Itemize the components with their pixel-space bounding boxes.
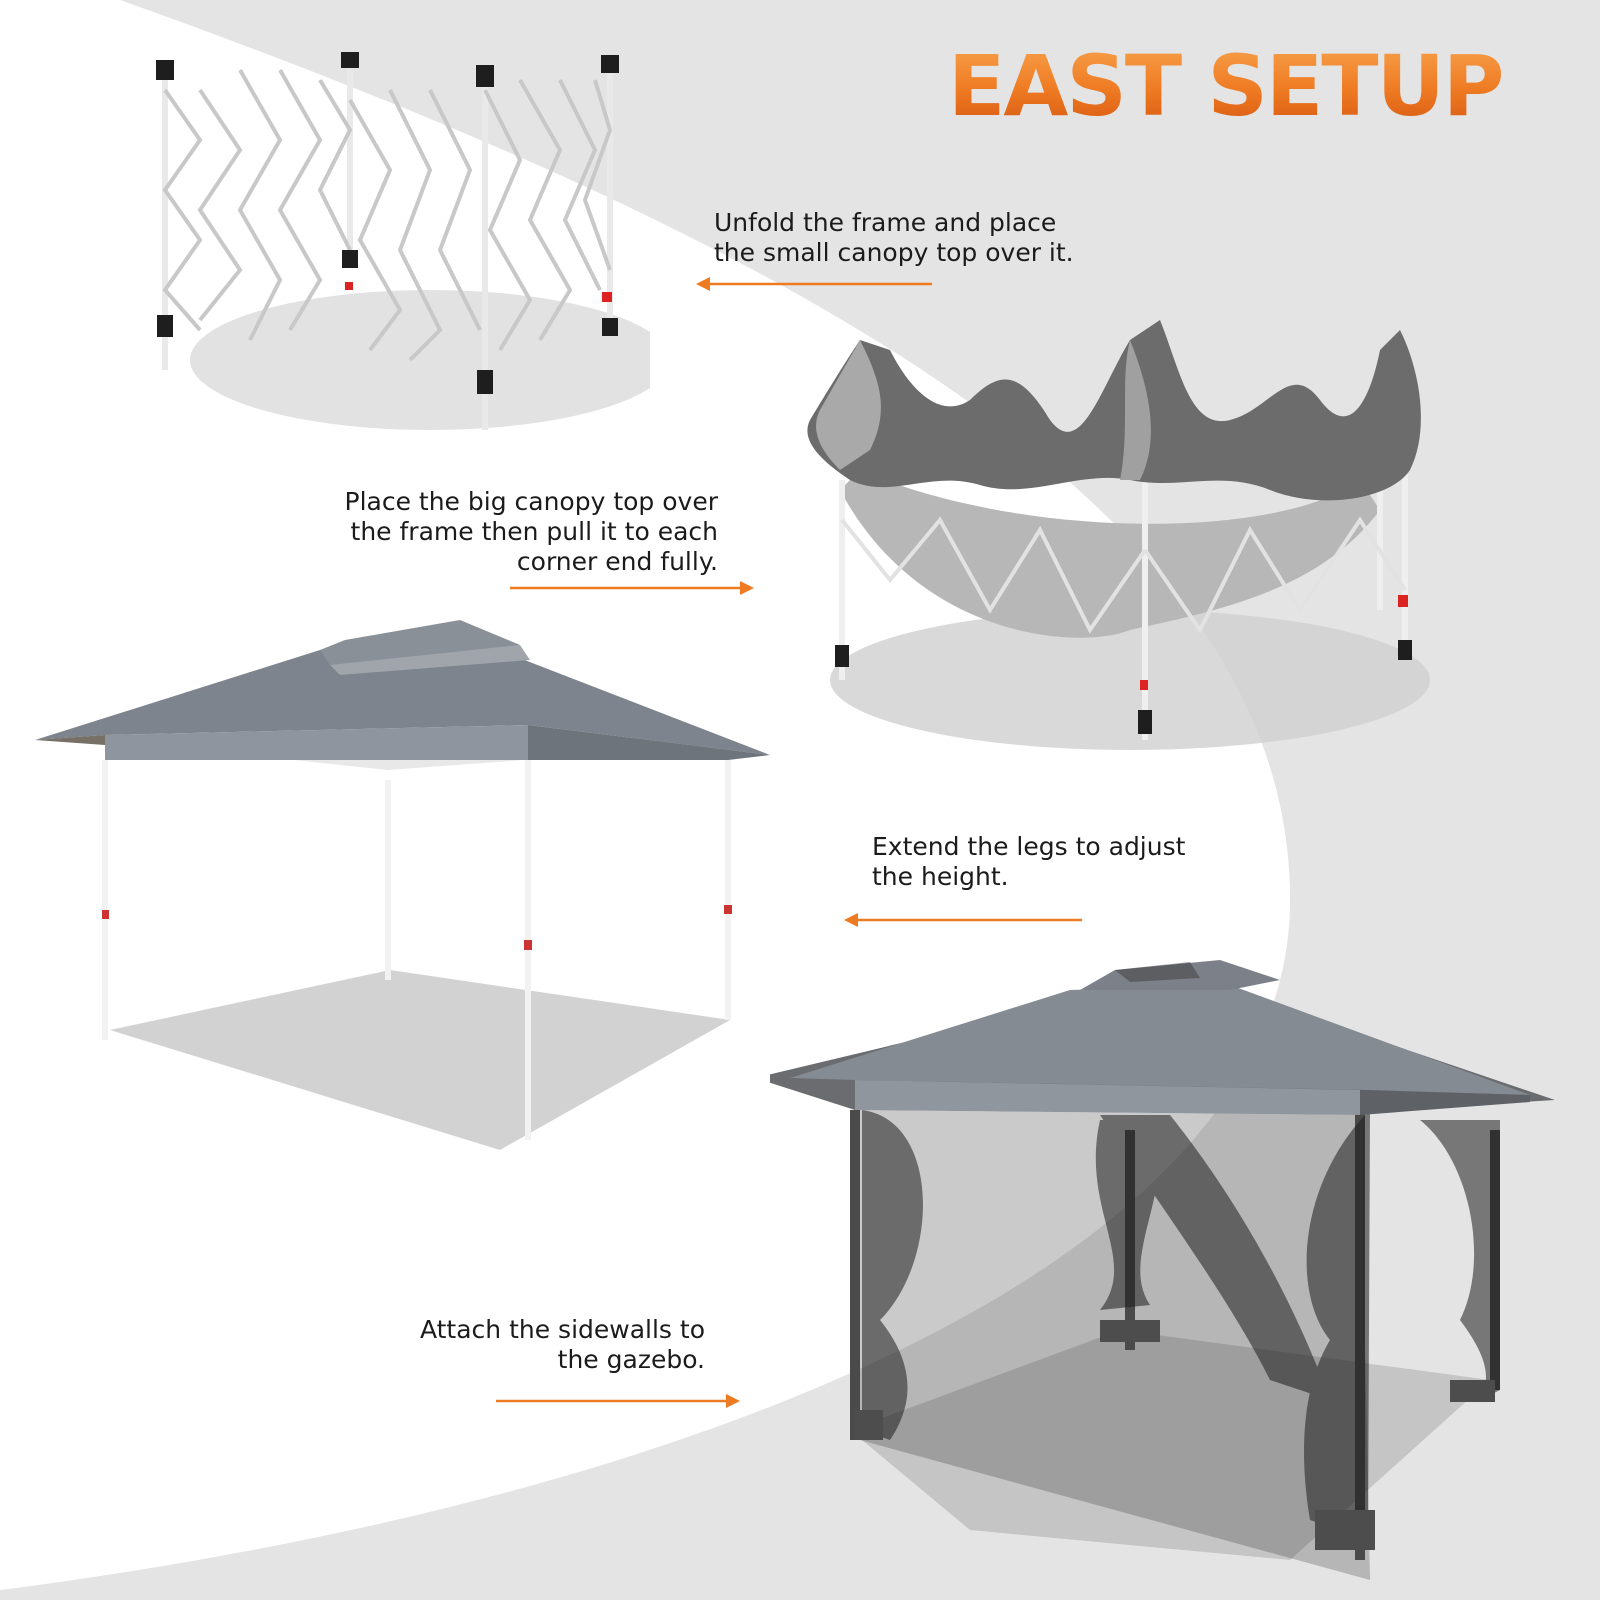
arrow-left-icon bbox=[844, 913, 1082, 927]
step-2-line-2: the frame then pull it to each bbox=[350, 517, 718, 546]
frame-with-small-canopy-illustration bbox=[807, 320, 1430, 750]
arrow-left-icon bbox=[696, 277, 932, 291]
step-3-line-2: the height. bbox=[872, 862, 1009, 891]
step-2-line-1: Place the big canopy top over bbox=[344, 487, 719, 516]
step-2-text: Place the big canopy top over the frame … bbox=[318, 487, 719, 577]
step-1-text: Unfold the frame and place the small can… bbox=[714, 208, 1074, 268]
step-4-line-2: the gazebo. bbox=[557, 1345, 705, 1374]
gazebo-with-sidewalls-illustration bbox=[770, 960, 1555, 1580]
arrow-right-icon bbox=[510, 581, 754, 595]
step-3-text: Extend the legs to adjust the height. bbox=[872, 832, 1185, 892]
gazebo-without-sidewalls-illustration bbox=[35, 620, 770, 1150]
step-3-line-1: Extend the legs to adjust bbox=[872, 832, 1186, 861]
step-4-text: Attach the sidewalls to the gazebo. bbox=[305, 1315, 705, 1375]
arrow-right-icon bbox=[496, 1394, 740, 1408]
step-1-line-1: Unfold the frame and place bbox=[714, 208, 1057, 237]
folded-frame-illustration bbox=[156, 52, 650, 430]
step-1-line-2: the small canopy top over it. bbox=[714, 238, 1074, 267]
page-title: EAST SETUP bbox=[948, 37, 1504, 135]
step-4-line-1: Attach the sidewalls to bbox=[419, 1315, 705, 1344]
step-2-line-3: corner end fully. bbox=[516, 547, 718, 576]
